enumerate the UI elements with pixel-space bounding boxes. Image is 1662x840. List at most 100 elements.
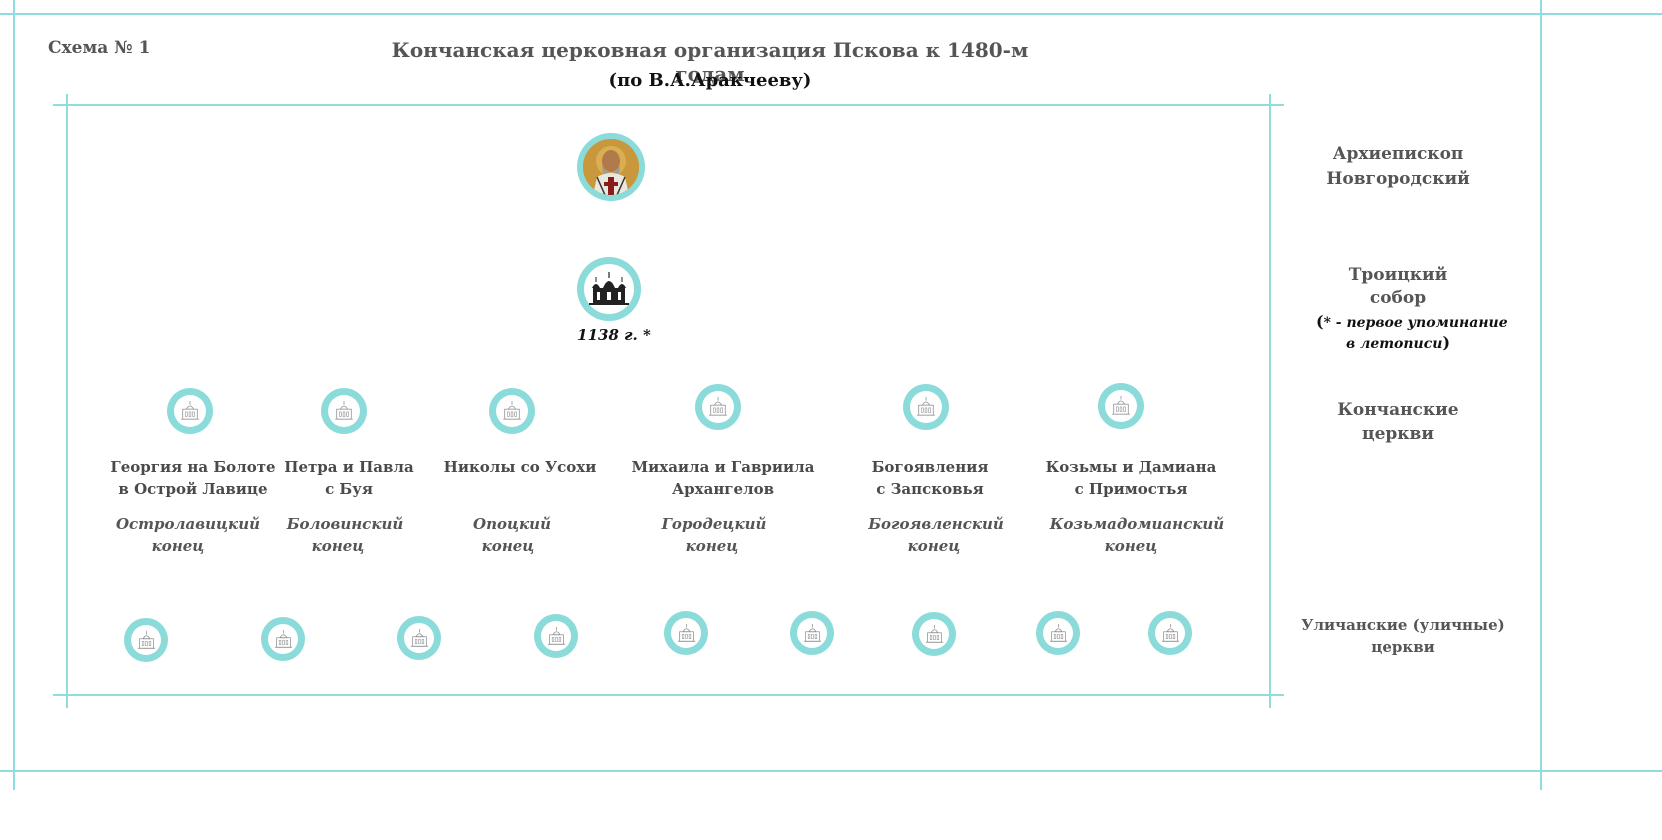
street-church-node — [124, 618, 168, 662]
konets-name-line1: Городецкий — [661, 515, 767, 533]
church-name-line1: Михаила и Гавриила — [631, 458, 815, 476]
church-icon — [268, 624, 298, 654]
note-text-line1: первое упоминание — [1346, 315, 1508, 331]
church-name-line2: с Примостья — [1074, 480, 1188, 498]
diagram-frame-right — [1269, 94, 1271, 708]
church-name-line1: Николы со Усохи — [443, 458, 597, 476]
street-church-node — [664, 611, 708, 655]
diagram-frame-left — [66, 94, 68, 708]
diagram-frame-top — [53, 104, 1284, 106]
church-icon — [496, 395, 528, 427]
schema-label: Схема № 1 — [48, 38, 151, 58]
page-frame-left — [13, 0, 15, 790]
street-church-node — [534, 614, 578, 658]
konchan-church-node — [903, 384, 949, 430]
note-close-paren: ) — [1442, 333, 1451, 352]
label-trinity-line1: Троицкий — [1348, 265, 1448, 285]
church-name-line1: Петра и Павла — [284, 458, 414, 476]
label-konchan-churches: Кончанские церкви — [1320, 398, 1476, 446]
archbishop-node — [577, 133, 645, 201]
note-star: * - — [1323, 315, 1347, 331]
church-name-line1: Козьмы и Дамиана — [1045, 458, 1217, 476]
label-trinity-line2: собор — [1369, 288, 1427, 308]
page-subtitle: (по В.А.Аракчееву) — [608, 70, 812, 91]
konets-name-line1: Богоявленский — [868, 515, 1004, 533]
page-frame-top — [0, 13, 1662, 15]
konchan-church-node — [167, 388, 213, 434]
konets-name-line1: Остролавицкий — [115, 515, 261, 533]
church-icon — [404, 623, 434, 653]
konchan-church-node — [489, 388, 535, 434]
konets-name: Остролавицкий конец — [88, 513, 288, 557]
page-title: Кончанская церковная организация Пскова … — [391, 38, 1029, 86]
church-icon — [910, 391, 942, 423]
street-church-node — [1036, 611, 1080, 655]
church-icon — [702, 391, 734, 423]
label-street-line1: Уличанские (уличные) — [1301, 616, 1505, 634]
diagram-frame-bottom — [53, 694, 1284, 696]
cathedral-date: 1138 г. * — [577, 326, 651, 344]
konchan-church-node — [695, 384, 741, 430]
church-name-line1: Георгия на Болоте — [110, 458, 276, 476]
church-name-line2: с Буя — [325, 480, 373, 498]
church-icon — [1043, 618, 1073, 648]
street-church-node — [1148, 611, 1192, 655]
cathedral-node — [577, 257, 641, 321]
konets-name-line2: конец — [311, 537, 365, 555]
konets-name-line1: Боловинский — [286, 515, 404, 533]
konets-name-line2: конец — [685, 537, 739, 555]
church-icon — [1155, 618, 1185, 648]
church-icon — [174, 395, 206, 427]
page-frame-bottom — [0, 770, 1662, 772]
cathedral-icon — [584, 264, 634, 314]
church-icon — [131, 625, 161, 655]
church-icon — [671, 618, 701, 648]
street-church-node — [397, 616, 441, 660]
label-archbishop-line1: Архиепископ — [1332, 144, 1464, 164]
konchan-church-name: Козьмы и Дамиана с Примостья — [1031, 456, 1231, 500]
konchan-church-name: Петра и Павла с Буя — [249, 456, 449, 500]
church-icon — [797, 618, 827, 648]
konets-name-line2: конец — [1104, 537, 1158, 555]
label-archbishop: Архиепископ Новгородский — [1310, 142, 1486, 192]
saint-icon — [583, 139, 639, 195]
konchan-church-node — [1098, 383, 1144, 429]
konets-name-line2: конец — [481, 537, 535, 555]
label-street-churches: Уличанские (уличные) церкви — [1300, 614, 1506, 658]
church-name-line1: Богоявления — [871, 458, 989, 476]
note-open-paren: ( — [1316, 312, 1324, 331]
konchan-church-name: Богоявления с Запсковья — [830, 456, 1030, 500]
label-konchan-line1: Кончанские — [1337, 400, 1459, 420]
street-church-node — [790, 611, 834, 655]
church-icon — [1105, 390, 1137, 422]
street-church-node — [261, 617, 305, 661]
first-mention-note: (* - первое упоминание — [1316, 311, 1508, 334]
konets-name: Городецкий конец — [614, 513, 814, 557]
street-church-node — [912, 612, 956, 656]
konchan-church-name: Николы со Усохи — [420, 456, 620, 478]
church-icon — [541, 621, 571, 651]
konets-name: Козьмадомианский конец — [1037, 513, 1237, 557]
konets-name-line2: конец — [151, 537, 205, 555]
konchan-church-node — [321, 388, 367, 434]
konchan-church-name: Георгия на Болоте в Острой Лавице — [93, 456, 293, 500]
church-name-line2: в Острой Лавице — [118, 480, 268, 498]
page-frame-right — [1540, 0, 1542, 790]
konets-name: Боловинский конец — [245, 513, 445, 557]
label-trinity-cathedral: Троицкий собор — [1320, 264, 1476, 310]
label-konchan-line2: церкви — [1362, 424, 1434, 444]
church-icon — [328, 395, 360, 427]
church-icon — [919, 619, 949, 649]
konets-name-line2: конец — [907, 537, 961, 555]
konets-name: Опоцкий конец — [412, 513, 612, 557]
note-text-line2: в летописи — [1346, 336, 1443, 352]
church-name-line2: Архангелов — [671, 480, 775, 498]
label-archbishop-line2: Новгородский — [1326, 169, 1470, 189]
konets-name-line1: Козьмадомианский — [1049, 515, 1225, 533]
label-street-line2: церкви — [1371, 638, 1435, 656]
konets-name: Богоявленский конец — [836, 513, 1036, 557]
church-name-line2: с Запсковья — [876, 480, 984, 498]
first-mention-note-line2: в летописи) — [1346, 332, 1450, 355]
konets-name-line1: Опоцкий — [473, 515, 551, 533]
